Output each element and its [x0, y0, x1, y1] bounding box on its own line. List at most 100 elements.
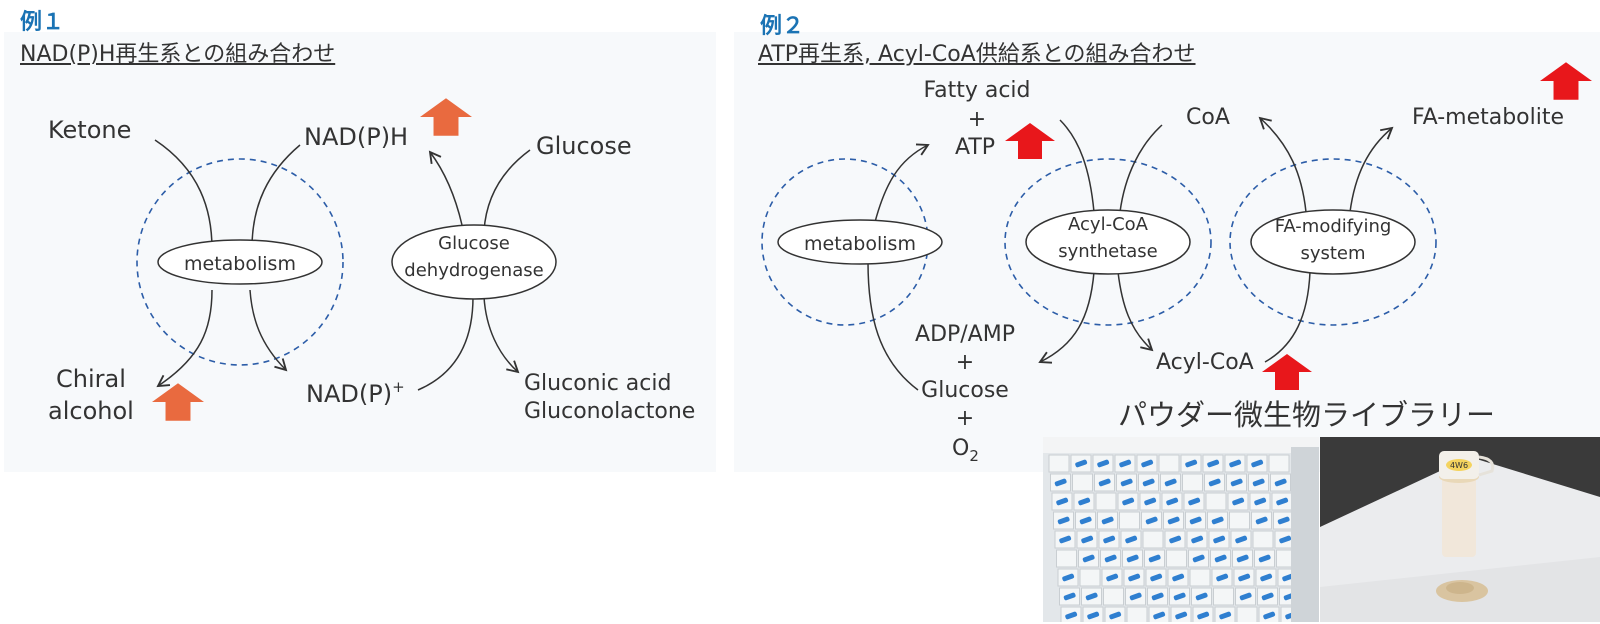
powder-vial	[1150, 573, 1163, 582]
example1-panel	[4, 32, 716, 472]
powder-vial	[1219, 611, 1232, 620]
powder-vial	[1141, 459, 1154, 468]
tray-cell	[1119, 511, 1140, 530]
cell2-dashed-circle	[1004, 158, 1212, 326]
powder-vial	[1263, 611, 1276, 620]
plus-sign-3: +	[956, 406, 974, 431]
fatty-acid-atp-to-synthetase-path	[1059, 119, 1095, 213]
cell3-dashed-circle	[1229, 158, 1437, 326]
tray-cell	[1048, 454, 1070, 473]
nadph-increase-arrow-icon	[420, 98, 472, 135]
coa-to-synthetase-path	[1119, 124, 1163, 213]
acyl-coa-label: Acyl-CoA	[1156, 350, 1254, 375]
fa-modifying-system-ellipse	[1250, 209, 1416, 275]
tray-cell	[1182, 473, 1203, 492]
glucose-label-ex2: Glucose	[921, 378, 1009, 403]
powder-vial	[1087, 611, 1100, 620]
tray-cell	[1213, 587, 1234, 606]
powder-vial	[1261, 592, 1274, 601]
powder-vial	[1153, 611, 1166, 620]
powder-vial	[1126, 554, 1139, 563]
metabolism-to-atp-arrow	[874, 143, 930, 223]
tray-cell	[1158, 454, 1180, 473]
powder-vial	[1274, 478, 1287, 487]
powder-vial	[1098, 478, 1111, 487]
powder-vial	[1260, 573, 1273, 582]
powder-vial	[1144, 497, 1157, 506]
glucose-label: Glucose	[536, 132, 632, 160]
tube-image: 4W6	[1320, 437, 1600, 622]
powder-vial	[1079, 516, 1092, 525]
powder-vial	[1276, 497, 1289, 506]
powder-vial	[1214, 554, 1227, 563]
powder-vial	[1239, 592, 1252, 601]
powder-vial	[1211, 516, 1224, 525]
powder-vial	[1167, 516, 1180, 525]
powder-vial	[1251, 459, 1264, 468]
powder-vial	[1104, 554, 1117, 563]
atp-increase-arrow-icon	[1005, 123, 1055, 159]
powder-vial	[1229, 459, 1242, 468]
tray-cell	[1095, 492, 1117, 511]
fatty-acid-label: Fatty acid	[923, 78, 1030, 103]
example1-label: 例１	[20, 10, 65, 35]
fa-modifying-label-line2: system	[1300, 243, 1365, 264]
powder-vial	[1197, 611, 1210, 620]
powder-vial	[1235, 535, 1248, 544]
metabolism-to-chiral-alcohol-arrow	[156, 289, 213, 388]
gdh-label-line1: Glucose	[438, 233, 510, 254]
tray-cell	[1072, 473, 1093, 492]
powder-vial	[1232, 497, 1245, 506]
fa-metabolite-increase-arrow-icon	[1540, 62, 1592, 99]
tray-cell	[1166, 549, 1187, 568]
example2-subtitle: ATP再生系, Acyl-CoA供給系との組み合わせ	[758, 42, 1196, 67]
powder-vial	[1216, 573, 1229, 582]
powder-vial	[1258, 554, 1271, 563]
powder-vial	[1207, 459, 1220, 468]
tray-cell	[1252, 530, 1274, 549]
powder-vial	[1109, 611, 1122, 620]
powder-vial	[1103, 535, 1116, 544]
metabolism-label-ex2: metabolism	[804, 233, 916, 255]
powder-vial	[1145, 516, 1158, 525]
powder-vial	[1075, 459, 1088, 468]
chiral-alcohol-increase-arrow-icon	[152, 383, 204, 420]
synthetase-to-acyl-coa-arrow	[1117, 271, 1154, 352]
tray-cell	[1268, 454, 1290, 473]
powder-vial	[1189, 516, 1202, 525]
powder-vial	[1081, 535, 1094, 544]
fa-modifying-to-coa-arrow	[1258, 116, 1307, 213]
fa-modifying-label-line1: FA-modifying	[1275, 216, 1392, 237]
coa-label: CoA	[1186, 105, 1230, 130]
powder-vial	[1065, 611, 1078, 620]
adp-glucose-to-metabolism-path	[867, 261, 919, 391]
powder-vial	[1164, 478, 1177, 487]
gdh-to-gluconic-acid-arrow	[483, 296, 520, 374]
tray-cell	[1103, 587, 1124, 606]
adp-amp-label: ADP/AMP	[915, 322, 1015, 347]
synthetase-label-line1: Acyl-CoA	[1068, 214, 1149, 235]
glucose-to-gdh-path	[483, 149, 531, 232]
fa-metabolite-label: FA-metabolite	[1412, 105, 1564, 130]
powder-vial	[1192, 554, 1205, 563]
powder-vial	[1191, 535, 1204, 544]
acyl-coa-to-fa-modifying-path	[1264, 271, 1311, 363]
powder-vial	[1185, 459, 1198, 468]
example1-subtitle: NAD(P)H再生系との組み合わせ	[20, 42, 336, 67]
tube-label-text: 4W6	[1450, 461, 1468, 470]
powder-vial	[1129, 592, 1142, 601]
powder-vial	[1277, 516, 1290, 525]
tray-cell	[1236, 606, 1258, 622]
powder-vial	[1059, 535, 1072, 544]
powder-tray-photo	[1043, 437, 1319, 622]
powder-vial	[1254, 497, 1267, 506]
powder-vial	[1125, 535, 1138, 544]
acyl-coa-synthetase-ellipse	[1025, 209, 1191, 275]
tray-cell	[1205, 492, 1227, 511]
powder-vial	[1173, 592, 1186, 601]
powder-vial	[1169, 535, 1182, 544]
ketone-to-metabolism-path	[154, 139, 213, 250]
metabolism-label: metabolism	[184, 253, 296, 275]
powder-vial	[1120, 478, 1133, 487]
